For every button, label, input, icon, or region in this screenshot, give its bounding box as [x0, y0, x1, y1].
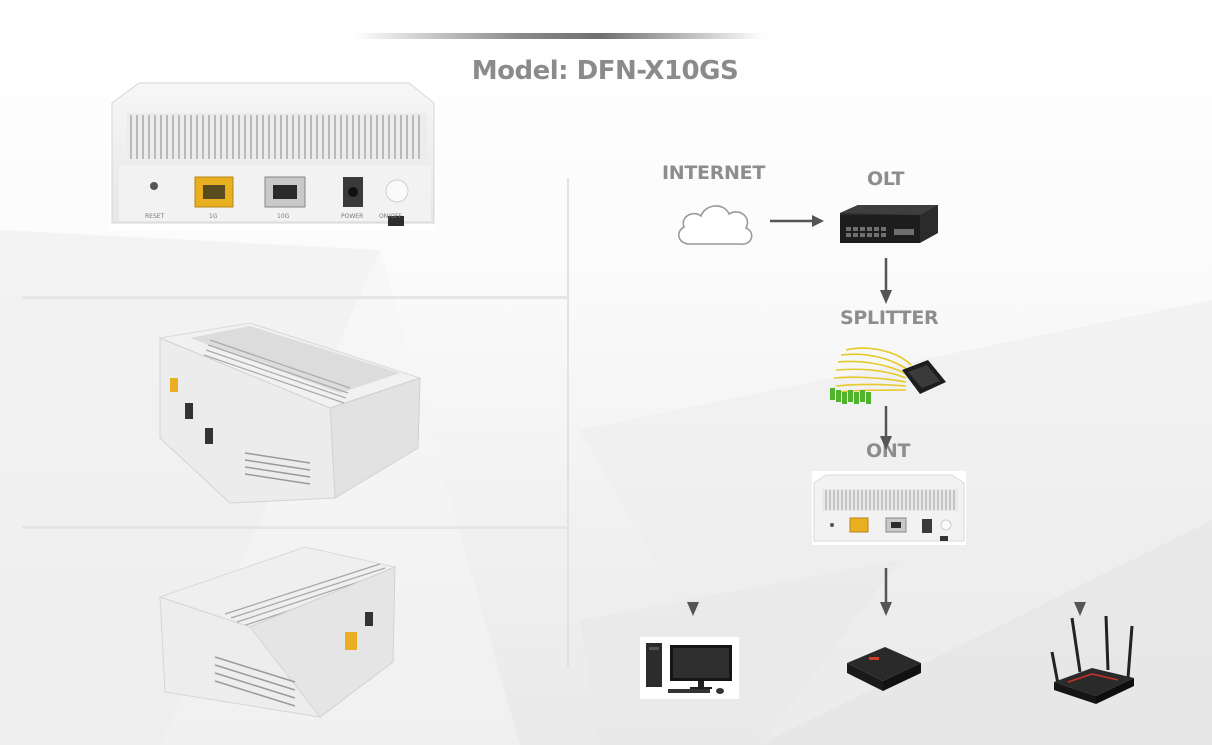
- label-olt: OLT: [867, 168, 905, 190]
- wifi-router-image: [1050, 615, 1134, 704]
- port-label-onoff: ON/OFF: [379, 213, 402, 220]
- arrow-right-icon: [770, 215, 824, 227]
- arrow-down-icon: [880, 568, 892, 616]
- arrow-down-icon: [880, 258, 892, 304]
- tv-box-image: [847, 647, 921, 691]
- divider-1: [22, 296, 568, 299]
- divider-2: [22, 526, 568, 529]
- desktop-computer-image: [640, 637, 739, 699]
- splitter-image: [830, 347, 946, 404]
- port-label-1g: 1G: [209, 213, 218, 220]
- device-angle-photo-1: [150, 318, 425, 508]
- ont-image: [812, 471, 966, 545]
- label-internet: INTERNET: [662, 162, 765, 184]
- model-title: Model: DFN-X10GS: [471, 56, 739, 86]
- label-ont: ONT: [866, 440, 911, 462]
- olt-switch-image: [840, 205, 938, 243]
- device-angle-photo-2: [155, 542, 400, 722]
- cloud-icon: [677, 205, 753, 245]
- header-gradient-bar: [355, 33, 763, 39]
- arrow-down-icon: [880, 406, 892, 450]
- port-label-reset: RESET: [145, 213, 165, 220]
- arrow-down-icon: [687, 602, 699, 616]
- label-splitter: SPLITTER: [840, 307, 939, 329]
- arrow-down-icon: [1074, 602, 1086, 616]
- port-label-power: POWER: [341, 213, 363, 220]
- device-back-photo: RESET 1G 10G POWER ON/OFF: [109, 73, 436, 230]
- port-label-10g: 10G: [277, 213, 290, 220]
- vertical-divider: [567, 178, 569, 668]
